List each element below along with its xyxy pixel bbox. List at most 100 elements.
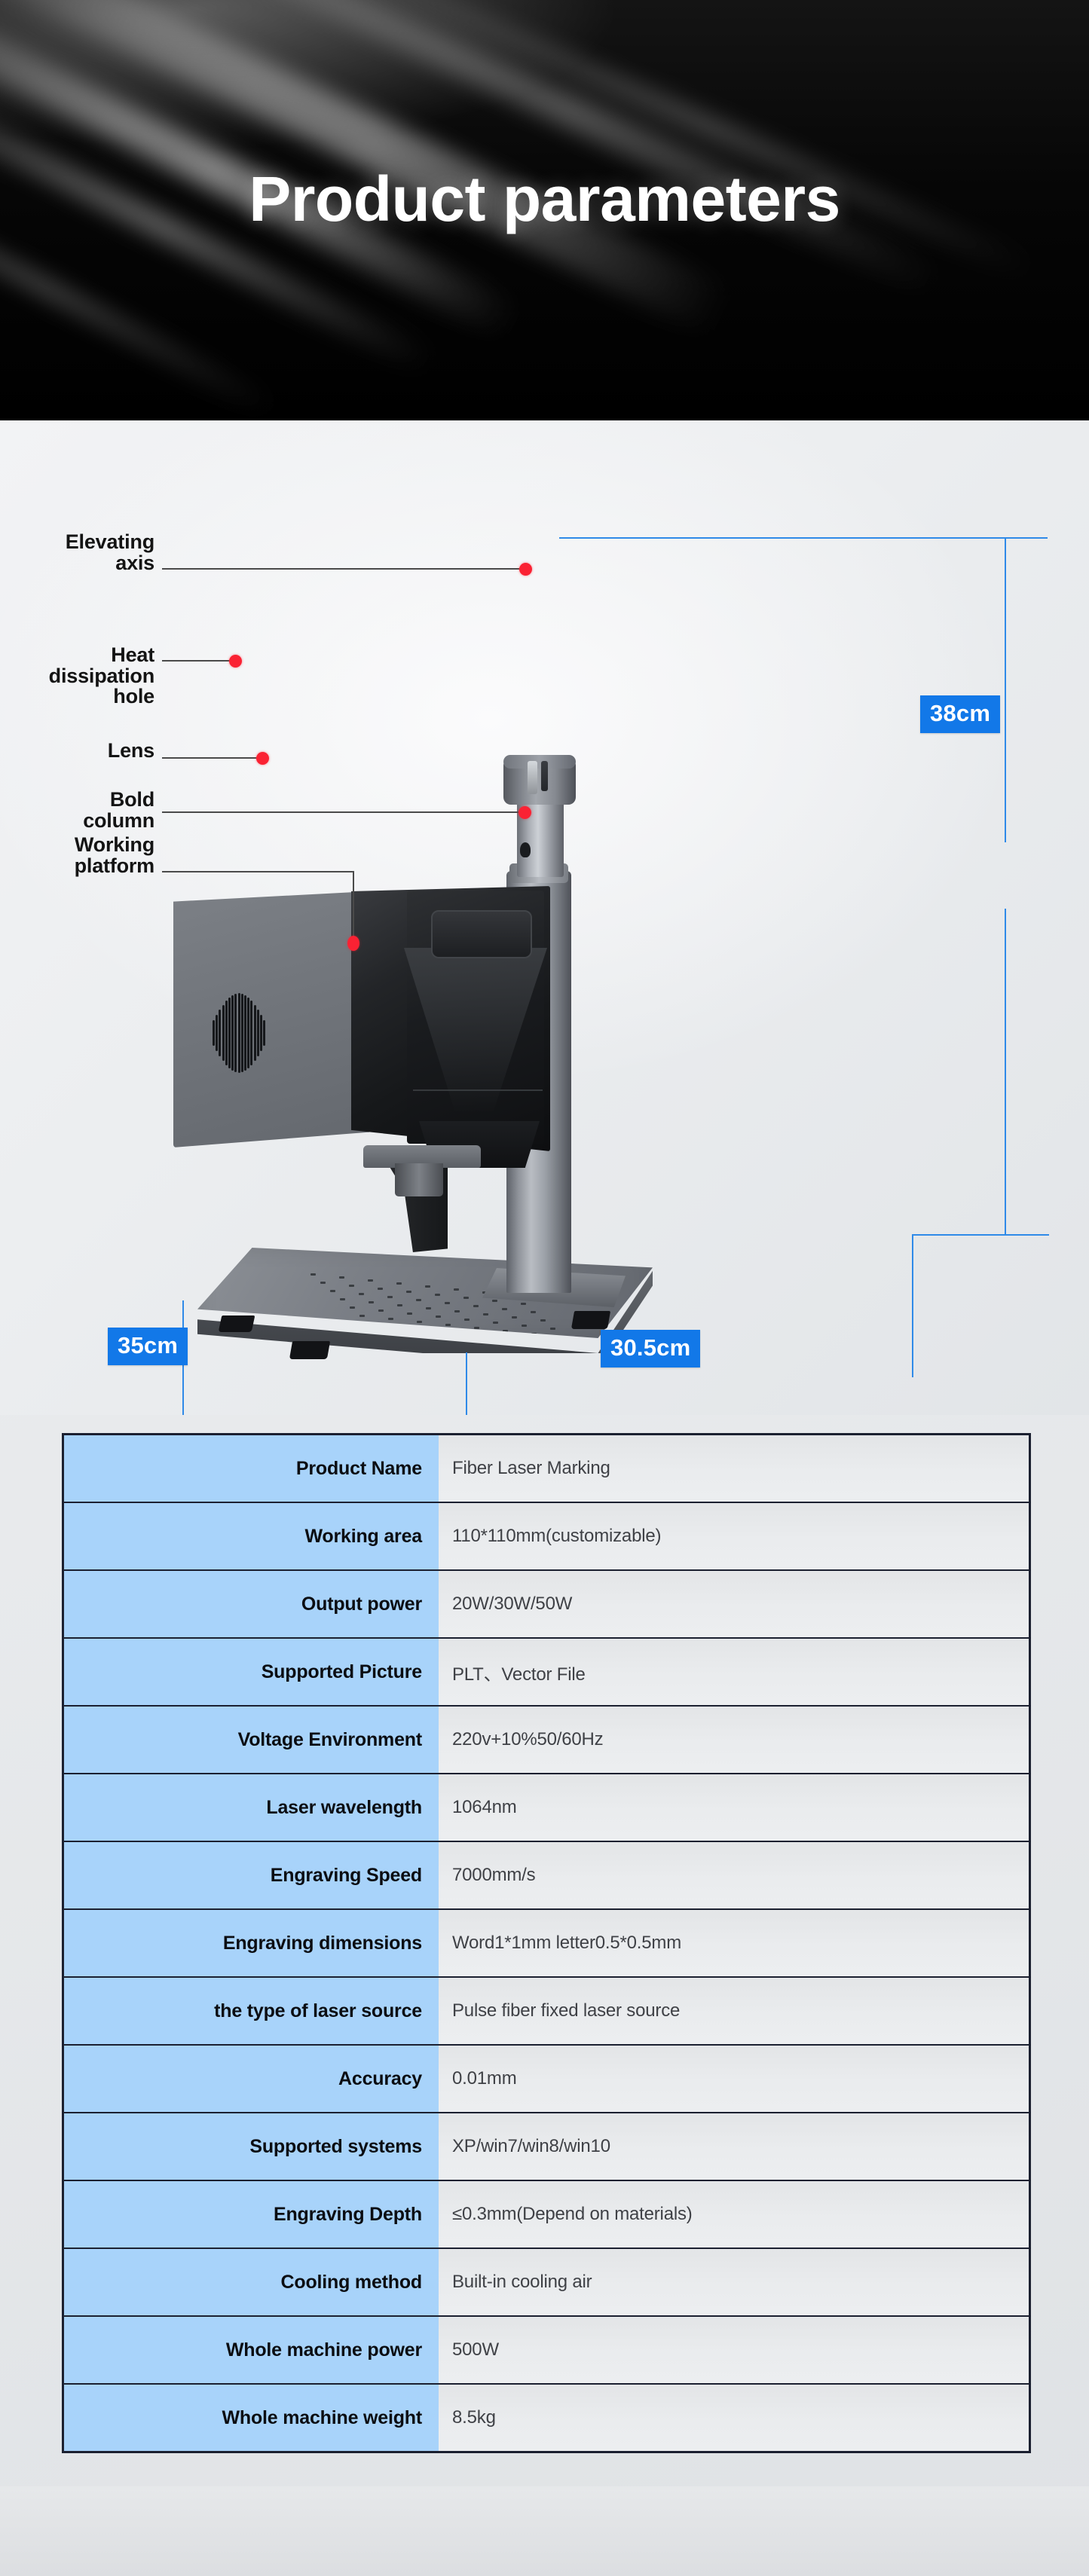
- width-dimension-badge: 30.5cm: [601, 1330, 701, 1367]
- grille-bar: [216, 1015, 219, 1051]
- spec-label: Accuracy: [64, 2046, 439, 2112]
- grille-bar: [247, 997, 250, 1068]
- height-dimension-badge: 38cm: [920, 695, 1001, 733]
- platform-hole: [550, 1328, 555, 1330]
- width-dimension-tick: [466, 1352, 467, 1415]
- spec-value: 1064nm: [439, 1774, 1029, 1841]
- platform-hole: [463, 1297, 469, 1299]
- platform-hole: [368, 1279, 373, 1282]
- spec-label: Whole machine power: [64, 2317, 439, 2383]
- platform-hole: [493, 1322, 498, 1324]
- platform-hole: [359, 1293, 364, 1295]
- lens-barrel: [395, 1163, 443, 1196]
- platform-hole: [387, 1296, 393, 1298]
- platform-hole: [502, 1308, 507, 1310]
- spec-label: Supported systems: [64, 2113, 439, 2180]
- platform-hole: [340, 1298, 345, 1300]
- platform-hole: [359, 1315, 365, 1317]
- grille-bar: [240, 993, 243, 1073]
- platform-hole: [473, 1305, 479, 1307]
- callout-label-working-platform: Working platform: [74, 833, 155, 877]
- platform-hole: [349, 1285, 354, 1287]
- laser-head-seam: [413, 1089, 543, 1091]
- height-dimension-top-line: [559, 537, 1048, 539]
- platform-hole: [369, 1323, 375, 1325]
- platform-hole: [425, 1285, 430, 1288]
- spec-label: Cooling method: [64, 2249, 439, 2315]
- spec-value: Pulse fiber fixed laser source: [439, 1978, 1029, 2044]
- height-dimension-bottom-line: [912, 1234, 1049, 1236]
- platform-hole: [512, 1316, 517, 1319]
- grille-bar: [213, 1020, 215, 1046]
- platform-hole: [426, 1307, 431, 1309]
- platform-hole: [320, 1282, 326, 1284]
- laser-head-top-panel: [431, 910, 532, 958]
- grille-bar: [253, 1004, 256, 1062]
- grille-bar: [237, 993, 240, 1073]
- depth-dimension-badge: 35cm: [108, 1328, 188, 1365]
- elevating-axis-knob-notch: [528, 761, 537, 794]
- elevating-axis-knob-notch: [541, 761, 548, 791]
- laser-head-side-panel: [173, 891, 369, 1147]
- platform-hole: [310, 1273, 316, 1276]
- grille-bar: [256, 1010, 259, 1056]
- page-footer-area: [0, 2486, 1089, 2576]
- platform-hole: [454, 1310, 460, 1312]
- heat-dissipation-grille-icon: [213, 993, 267, 1073]
- spec-label: Engraving Depth: [64, 2181, 439, 2248]
- platform-hole: [570, 1344, 575, 1346]
- platform-hole: [406, 1291, 411, 1293]
- callout-leader-heat-dissipation-hole: [162, 660, 236, 662]
- callout-label-bold-column: Bold column: [83, 788, 154, 832]
- platform-hole: [474, 1327, 479, 1329]
- spec-value: 500W: [439, 2317, 1029, 2383]
- spec-label: Engraving Speed: [64, 1842, 439, 1908]
- grille-bar: [234, 993, 237, 1073]
- product-diagram: 38cm 35cm 30.5cm Elevating axis Heat dis…: [0, 420, 1089, 1415]
- callout-dot-lens: [256, 752, 269, 765]
- spec-label: the type of laser source: [64, 1978, 439, 2044]
- grille-bar: [225, 1001, 228, 1065]
- spec-value: Word1*1mm letter0.5*0.5mm: [439, 1910, 1029, 1976]
- elevating-axis-knob-ring: [503, 755, 576, 769]
- spec-value: 7000mm/s: [439, 1842, 1029, 1908]
- platform-hole: [484, 1335, 489, 1337]
- table-row: Engraving Depth≤0.3mm(Depend on material…: [64, 2181, 1029, 2249]
- platform-hole: [398, 1326, 403, 1328]
- platform-hole: [454, 1288, 459, 1291]
- platform-hole: [435, 1294, 440, 1296]
- callout-leader-elevating-axis: [162, 568, 524, 570]
- page-title: Product parameters: [249, 163, 840, 234]
- callout-dot-heat-dissipation-hole: [229, 655, 242, 668]
- spec-label: Laser wavelength: [64, 1774, 439, 1841]
- platform-hole: [541, 1341, 546, 1343]
- spec-value: ≤0.3mm(Depend on materials): [439, 2181, 1029, 2248]
- platform-hole: [417, 1321, 422, 1323]
- spec-value: 20W/30W/50W: [439, 1571, 1029, 1637]
- spec-label: Whole machine weight: [64, 2385, 439, 2451]
- platform-hole: [397, 1304, 402, 1306]
- platform-hole: [531, 1311, 536, 1313]
- platform-hole: [445, 1302, 450, 1304]
- spec-value: XP/win7/win8/win10: [439, 2113, 1029, 2180]
- spec-value: 110*110mm(customizable): [439, 1503, 1029, 1569]
- platform-hole: [369, 1301, 374, 1303]
- grille-bar: [244, 995, 246, 1071]
- platform-hole: [445, 1324, 451, 1326]
- platform-foot: [571, 1311, 611, 1329]
- platform-hole: [531, 1333, 537, 1335]
- callout-label-lens: Lens: [107, 739, 154, 762]
- platform-hole: [407, 1312, 412, 1315]
- platform-hole: [350, 1306, 355, 1309]
